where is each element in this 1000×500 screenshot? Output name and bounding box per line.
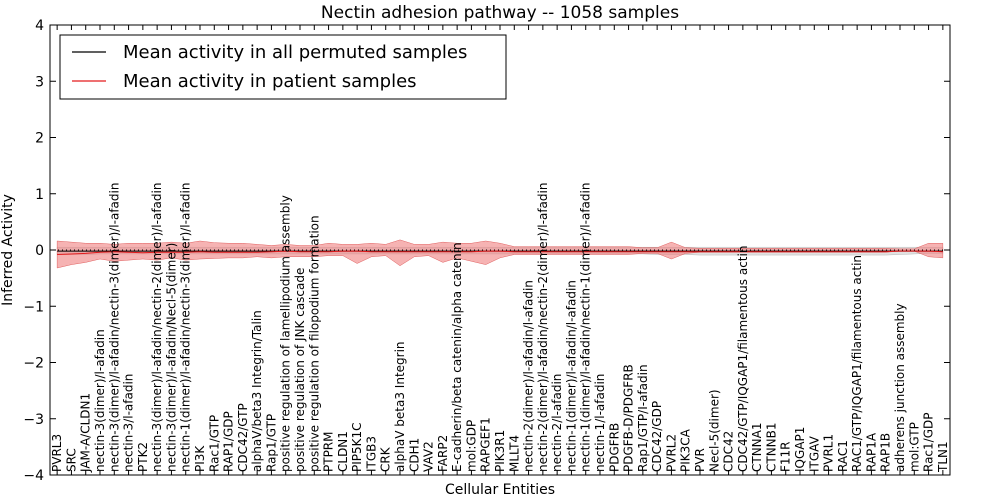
x-category-label: positive regulation of filopodium format…: [307, 215, 321, 472]
x-category-label: nectin-1(dimer)/l-afadin/nectin-3(dimer)…: [179, 183, 193, 472]
x-category-label: adherens junction assembly: [893, 303, 907, 472]
x-category-label: nectin-3/l-afadin: [122, 374, 136, 472]
x-category-label: PVRL1: [822, 434, 836, 472]
x-category-label: RAC1: [836, 440, 850, 472]
x-category-label: Rap1/GTP/I-afadin: [636, 364, 650, 472]
x-category-label: alphaV beta3 Integrin: [393, 341, 407, 472]
x-category-label: TLN1: [936, 441, 950, 473]
x-category-label: PIK3CA: [679, 428, 693, 472]
x-category-label: alphaV/beta3 Integrin/Talin: [250, 310, 264, 472]
x-category-label: RAP1/GDP: [222, 411, 236, 472]
x-category-label: mol:GTP: [907, 422, 921, 472]
x-category-label: MLLT4: [507, 435, 521, 472]
x-category-label: PVRL3: [50, 434, 64, 472]
x-category-label: PTK2: [136, 442, 150, 472]
x-category-label: nectin-1/l-afadin: [593, 374, 607, 472]
x-category-label: RAPGEF1: [479, 417, 493, 472]
x-category-label: PVR: [693, 448, 707, 472]
y-tick-label: 4: [35, 18, 44, 34]
x-category-label: RAC1/GTP/IQGAP1/filamentous actin: [850, 255, 864, 472]
x-category-label: nectin-3(dimer)/l-afadin/nectin-2(dimer)…: [150, 183, 164, 472]
chart-title: Nectin adhesion pathway -- 1058 samples: [321, 3, 679, 23]
legend-label-patient: Mean activity in patient samples: [123, 71, 417, 92]
y-tick-label: −3: [23, 412, 44, 428]
x-category-label: PDGFB-D/PDGFRB: [622, 364, 636, 472]
x-category-label: F11R: [779, 441, 793, 472]
x-category-label: Necl-5(dimer): [707, 389, 721, 472]
y-tick-label: 2: [35, 131, 44, 147]
x-category-label: CLDN1: [336, 431, 350, 472]
x-category-label: PIP5K1C: [350, 422, 364, 472]
x-category-label: PDGFRB: [607, 423, 621, 472]
x-axis-label: Cellular Entities: [445, 482, 555, 498]
x-category-label: E-cadherin/beta catenin/alpha catenin: [450, 242, 464, 472]
y-tick-label: 3: [35, 74, 44, 90]
x-category-label: PVRL2: [664, 434, 678, 472]
x-category-label: RAP1B: [879, 433, 893, 472]
x-category-label: CTNNA1: [750, 422, 764, 472]
y-tick-label: −1: [23, 299, 44, 315]
x-category-label: nectin-1(dimer)/l-afadin/nectin-1(dimer)…: [579, 183, 593, 472]
x-category-label: RAP1A: [864, 432, 878, 472]
legend-label-permuted: Mean activity in all permuted samples: [123, 42, 467, 63]
x-category-label: JAM-A/CLDN1: [79, 393, 93, 473]
x-category-label: FARP2: [436, 435, 450, 472]
x-category-label: Rap1/GTP: [264, 414, 278, 472]
x-category-label: nectin-2/l-afadin: [550, 374, 564, 472]
x-category-label: CDC42: [722, 431, 736, 472]
x-category-label: SRC: [64, 448, 78, 472]
x-category-label: nectin-2(dimer)/l-afadin/l-afadin: [522, 280, 536, 472]
y-tick-label: 0: [35, 243, 44, 259]
x-category-label: nectin-3(dimer)/l-afadin: [93, 329, 107, 472]
x-category-label: ITGAV: [807, 435, 821, 472]
x-category-label: ITGB3: [364, 436, 378, 472]
x-category-label: positive regulation of JNK cascade: [293, 268, 307, 472]
x-category-label: CRK: [379, 446, 393, 472]
x-category-label: nectin-3(dimer)/l-afadin/Necl-5(dimer): [164, 243, 178, 472]
x-category-label: positive regulation of lamellipodium ass…: [279, 195, 293, 472]
legend: Mean activity in all permuted samplesMea…: [59, 34, 507, 100]
y-tick-label: −2: [23, 356, 44, 372]
patient-band: [56, 239, 944, 269]
x-category-label: PTPRM: [322, 432, 336, 473]
x-category-label: VAV2: [422, 441, 436, 472]
x-category-label: CDC42/GTP: [236, 403, 250, 472]
x-category-label: CDC42/GTP/IQGAP1/filamentous actin: [736, 246, 750, 472]
x-category-label: CDH1: [407, 438, 421, 472]
x-category-label: nectin-3(dimer)/l-afadin/nectin-3(dimer)…: [107, 183, 121, 472]
x-category-label: IQGAP1: [793, 427, 807, 472]
legend-box: [59, 34, 507, 100]
x-category-label: nectin-1(dimer)/l-afadin/l-afadin: [564, 280, 578, 472]
y-tick-label: −4: [23, 468, 44, 484]
x-category-label: CTNNB1: [764, 422, 778, 472]
x-category-label: PI3K: [193, 445, 207, 472]
x-category-label: nectin-2(dimer)/l-afadin/nectin-2(dimer)…: [536, 183, 550, 472]
x-category-label: PIK3R1: [493, 430, 507, 472]
x-category-label: Rac1/GTP: [207, 415, 221, 472]
x-category-label: CDC42/GDP: [650, 401, 664, 472]
y-axis-label: Inferred Activity: [0, 194, 16, 306]
x-category-label: mol:GDP: [464, 420, 478, 472]
series-line-patient: [57, 250, 943, 255]
y-tick-label: 1: [35, 187, 44, 203]
x-category-label: Rac1/GDP: [922, 413, 936, 472]
